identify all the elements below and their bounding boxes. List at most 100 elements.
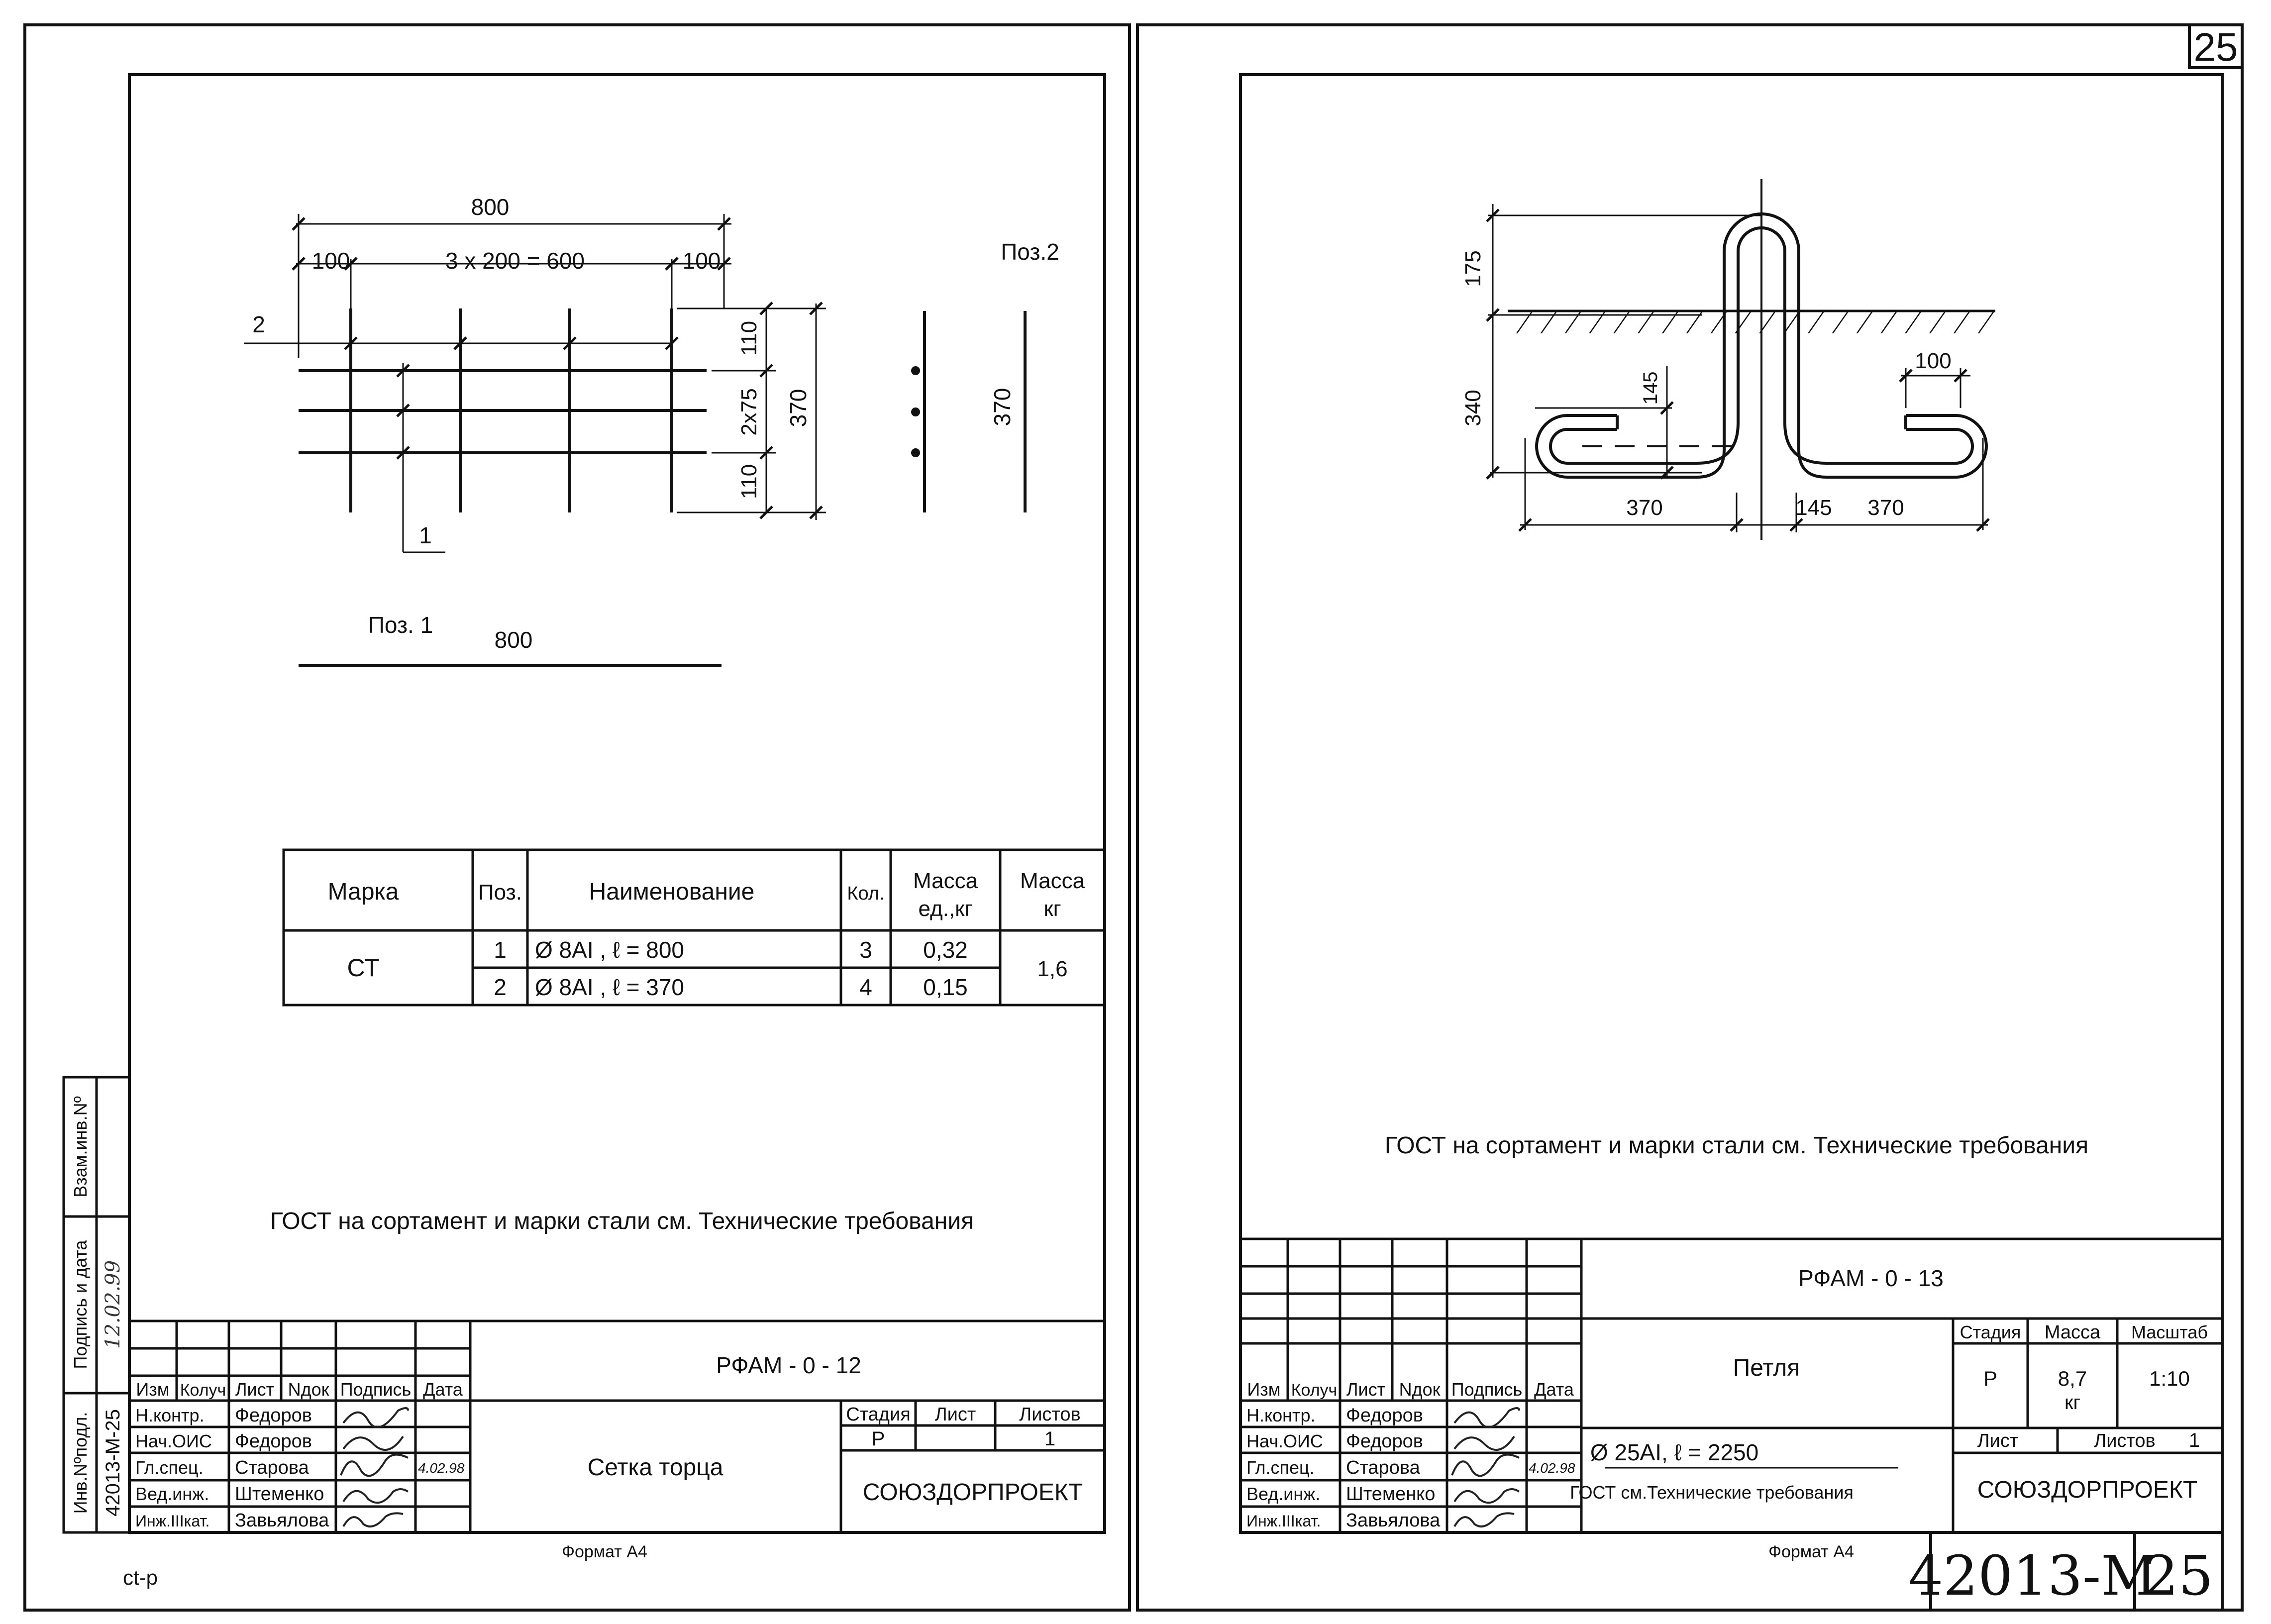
section-dots	[911, 366, 920, 457]
left-title-people: Н.контр. Федоров Нач.ОИС Федоров Гл.спец…	[135, 1405, 465, 1531]
spec-row2-pos: 2	[494, 974, 507, 1000]
left-footer-note: ct-p	[123, 1566, 158, 1589]
person-role: Н.контр.	[135, 1405, 205, 1425]
album-code: 42013-М	[1908, 1544, 2157, 1608]
dim-370-left: 370	[1626, 496, 1662, 520]
left-drawing-code: РФАМ - 0 - 12	[716, 1352, 861, 1378]
spec-row1-unit-mass: 0,32	[923, 937, 968, 963]
person-name: Завьялова	[235, 1510, 329, 1531]
side-stamp-vz: Взам.инв.Nº	[70, 1096, 91, 1198]
spec-header-name: Наименование	[589, 879, 755, 905]
col-ndok: Nдок	[288, 1379, 329, 1400]
left-inner-frame	[128, 73, 1106, 1534]
person-role: Н.контр.	[1246, 1405, 1316, 1425]
outer-frames	[23, 23, 2244, 1612]
dim-height-total: 370	[785, 389, 811, 427]
left-stage-value: Р	[872, 1428, 885, 1450]
left-sheet-header: Лист	[935, 1404, 976, 1425]
left-title-block	[129, 1320, 1105, 1532]
right-mass-value: 8,7	[2058, 1367, 2087, 1390]
pos2-label: Поз.2	[1001, 239, 1059, 265]
side-stamp-handwritten: 12.02.99	[102, 1260, 124, 1349]
dim-145-vertical: 145	[1640, 372, 1661, 405]
spec-row2-qty: 4	[859, 974, 872, 1000]
spec-row1-pos: 1	[494, 937, 507, 963]
right-title-people: Н.контр. Федоров Нач.ОИС Федоров Гл.спец…	[1246, 1405, 1575, 1531]
right-mass-header: Масса	[2045, 1322, 2101, 1343]
spec-row1-name: Ø 8АI , ℓ = 800	[535, 937, 684, 963]
dim-175: 175	[1461, 250, 1485, 287]
side-stamp-inv: Инв.Nºподл.	[70, 1412, 91, 1514]
person-role: Инж.IIIкат.	[135, 1512, 209, 1530]
right-title-col-headers: Изм Колуч Лист Nдок Подпись Дата	[1247, 1379, 1574, 1400]
person-name: Штеменко	[1346, 1484, 1435, 1505]
right-sheet-header: Лист	[1977, 1430, 2019, 1451]
spec-row1-qty: 3	[859, 937, 872, 963]
right-signatures	[1451, 1407, 1520, 1527]
mesh-drawing	[299, 308, 707, 512]
left-org: СОЮЗДОРПРОЕКТ	[863, 1479, 1083, 1506]
right-mass-unit: кг	[2065, 1392, 2080, 1414]
person-role: Гл.спец.	[135, 1457, 204, 1478]
person-role: Вед.инж.	[1246, 1484, 1320, 1504]
right-gost-note: ГОСТ на сортамент и марки стали см. Техн…	[1385, 1132, 2088, 1159]
left-sheets-value: 1	[1044, 1428, 1055, 1450]
album-code-stamp	[1929, 1531, 2224, 1612]
right-inner-frame	[1239, 73, 2224, 1534]
left-side-stamp	[62, 1076, 131, 1534]
col-ndok: Nдок	[1399, 1379, 1441, 1400]
person-name: Федоров	[1346, 1405, 1423, 1426]
person-date: 4.02.98	[1529, 1460, 1575, 1476]
dim-h3: 110	[737, 464, 761, 499]
col-koluch: Колуч	[1291, 1381, 1338, 1400]
person-name: Старова	[235, 1457, 310, 1478]
spec-row2-name: Ø 8АI , ℓ = 370	[535, 974, 684, 1000]
col-date: Дата	[1534, 1379, 1574, 1400]
pos1-length: 800	[495, 627, 533, 653]
right-sheet: 175 340 145 100 370 145 370 ГОСТ на сорт…	[1239, 73, 2224, 1612]
mesh-ticks	[292, 217, 823, 519]
col-izm: Изм	[1247, 1379, 1280, 1400]
person-name: Штеменко	[235, 1484, 324, 1505]
leader-label-2: 2	[252, 311, 265, 337]
left-sheet: 800 100 3 x 200 = 600 100 110 2x75 110 3…	[62, 73, 1106, 1589]
right-material: Ø 25АI, ℓ = 2250	[1590, 1439, 1758, 1465]
col-list: Лист	[235, 1379, 274, 1400]
person-date: 4.02.98	[418, 1460, 465, 1476]
person-role: Нач.ОИС	[135, 1431, 212, 1451]
left-title-col-headers: Изм Колуч Лист Nдок Подпись Дата	[136, 1379, 463, 1400]
spec-header-pos: Поз.	[478, 880, 522, 905]
loop-ticks	[1486, 208, 1990, 532]
dim-edge-right: 100	[683, 248, 721, 274]
right-title-block	[1240, 1237, 2222, 1532]
right-scale-value: 1:10	[2149, 1367, 2190, 1390]
dim-span: 3 x 200 = 600	[445, 248, 585, 274]
col-list: Лист	[1346, 1379, 1385, 1400]
right-drawing-code: РФАМ - 0 - 13	[1798, 1265, 1944, 1291]
right-sheets-header: Листов	[2094, 1430, 2155, 1451]
person-name: Федоров	[235, 1405, 312, 1426]
spec-header-mark: Марка	[328, 879, 399, 905]
col-date: Дата	[423, 1379, 463, 1400]
dim-h1: 110	[737, 321, 761, 356]
pos2-length: 370	[989, 388, 1015, 426]
spec-mark: СТ	[347, 954, 380, 982]
person-role: Вед.инж.	[135, 1484, 209, 1504]
side-stamp-inv-no: 42013-М-25	[102, 1409, 124, 1517]
spec-total-mass: 1,6	[1037, 957, 1067, 981]
spec-header-qty: Кол.	[847, 883, 884, 904]
dim-100: 100	[1915, 349, 1951, 373]
right-stage-value: Р	[1983, 1367, 1997, 1390]
right-format: Формат А4	[1768, 1542, 1854, 1561]
right-drawing-name: Петля	[1733, 1355, 1800, 1381]
right-scale-header: Масштаб	[2131, 1322, 2208, 1342]
left-format: Формат А4	[562, 1542, 647, 1561]
person-name: Старова	[1346, 1457, 1421, 1478]
dim-h2: 2x75	[737, 388, 761, 435]
person-name: Федоров	[1346, 1431, 1423, 1452]
dim-145: 145	[1795, 496, 1832, 520]
right-stage-header: Стадия	[1960, 1322, 2021, 1342]
right-material-note: ГОСТ см.Технические требования	[1570, 1482, 1854, 1503]
loop-centerlines	[1582, 179, 1762, 540]
col-izm: Изм	[136, 1379, 169, 1400]
